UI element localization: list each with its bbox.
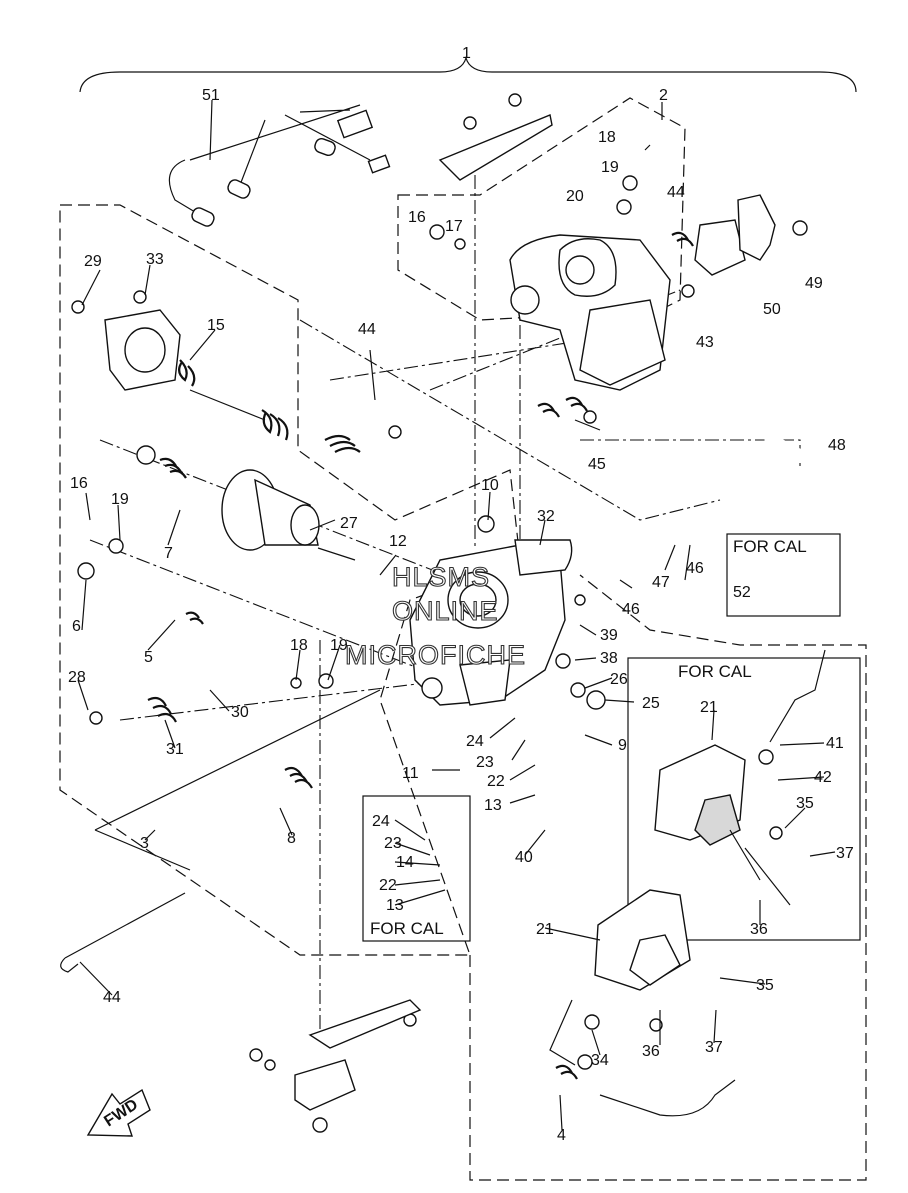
callout-c21b: 21 xyxy=(536,921,554,938)
callout-c19c: 19 xyxy=(330,637,348,654)
callout-c35a: 35 xyxy=(796,795,814,812)
callout-c24b: 24 xyxy=(372,813,390,830)
callout-c34: 34 xyxy=(591,1052,609,1069)
callout-c6: 6 xyxy=(72,618,81,635)
callout-c13a: 13 xyxy=(484,797,502,814)
callout-c38: 38 xyxy=(600,650,618,667)
callout-c16b: 16 xyxy=(70,475,88,492)
callout-c45: 45 xyxy=(588,456,606,473)
callout-c40: 40 xyxy=(515,849,533,866)
watermark-line-2: ONLINE xyxy=(392,596,499,626)
for-cal-box-21-title: FOR CAL xyxy=(678,662,752,681)
callout-c35b: 35 xyxy=(756,977,774,994)
top-cover-15 xyxy=(104,309,289,441)
guide-line-3 xyxy=(94,689,381,871)
callout-c28: 28 xyxy=(68,669,86,686)
main-carburetor-body xyxy=(409,539,573,706)
callout-c27: 27 xyxy=(340,515,358,532)
subassembly-outline-bottom-right xyxy=(469,574,867,1181)
callout-c37b: 37 xyxy=(705,1039,723,1056)
callout-c36b: 36 xyxy=(642,1043,660,1060)
axis-lines xyxy=(89,150,801,1040)
callout-c19a: 19 xyxy=(601,159,619,176)
callout-c47: 47 xyxy=(652,574,670,591)
callout-c49: 49 xyxy=(805,275,823,292)
for-cal-box-52-title: FOR CAL xyxy=(733,537,807,556)
callout-c18a: 18 xyxy=(598,129,616,146)
callout-c17: 17 xyxy=(445,218,463,235)
callout-c21a: 21 xyxy=(700,699,718,716)
callout-c36a: 36 xyxy=(750,921,768,938)
fasteners xyxy=(71,175,808,1133)
callout-c12: 12 xyxy=(389,533,407,550)
watermark-line-3: MICROFICHE xyxy=(345,640,526,670)
for-cal-box-21 xyxy=(627,657,861,941)
callout-c50: 50 xyxy=(763,301,781,318)
callout-c8: 8 xyxy=(287,830,296,847)
callout-c18b: 18 xyxy=(290,637,308,654)
rod-44 xyxy=(60,892,186,973)
actuator-21-lower xyxy=(549,889,691,1066)
callout-c39: 39 xyxy=(600,627,618,644)
callout-c7: 7 xyxy=(164,545,173,562)
callout-c24a: 24 xyxy=(466,733,484,750)
assembly-brace xyxy=(79,55,857,93)
callout-c23b: 23 xyxy=(384,835,402,852)
callout-c1: 1 xyxy=(462,45,471,62)
actuator-21-boxed xyxy=(654,744,791,906)
callout-c15: 15 xyxy=(207,317,225,334)
callout-c32: 32 xyxy=(537,508,555,525)
springs xyxy=(147,231,694,1080)
callout-c23a: 23 xyxy=(476,754,494,771)
callout-c29: 29 xyxy=(84,253,102,270)
callout-c5: 5 xyxy=(144,649,153,666)
callout-c52: 52 xyxy=(733,584,751,601)
wire-harness-51 xyxy=(168,104,391,227)
callout-c30: 30 xyxy=(231,704,249,721)
callout-c2: 2 xyxy=(659,87,668,104)
subassembly-outline-top xyxy=(397,97,686,321)
callout-c26: 26 xyxy=(610,671,628,688)
fuel-hose-48-inner xyxy=(764,434,868,636)
callout-c13b: 13 xyxy=(386,897,404,914)
fwd-arrow-icon: FWD xyxy=(86,1088,151,1137)
callout-c46a: 46 xyxy=(622,601,640,618)
callout-c43: 43 xyxy=(696,334,714,351)
callout-c11: 11 xyxy=(402,765,419,782)
callout-c4: 4 xyxy=(557,1127,566,1144)
callout-leaders xyxy=(77,99,836,1131)
callout-c33: 33 xyxy=(146,251,164,268)
upper-carburetor-body xyxy=(438,93,776,391)
callout-c44c: 44 xyxy=(103,989,121,1006)
callout-c10: 10 xyxy=(481,477,499,494)
callout-c14: 14 xyxy=(396,854,414,871)
callout-c25: 25 xyxy=(642,695,660,712)
hose-4 xyxy=(599,1079,736,1117)
callout-c9: 9 xyxy=(618,737,627,754)
callout-c42: 42 xyxy=(814,769,832,786)
for-cal-box-52 xyxy=(726,533,841,617)
callout-c22b: 22 xyxy=(379,877,397,894)
callout-c51: 51 xyxy=(202,87,220,104)
callout-c41: 41 xyxy=(826,735,844,752)
diaphragm-piston-27 xyxy=(221,469,356,561)
callout-c48: 48 xyxy=(828,437,846,454)
callout-c31: 31 xyxy=(166,741,184,758)
callout-c37a: 37 xyxy=(836,845,854,862)
callout-c16a: 16 xyxy=(408,209,426,226)
for-cal-box-24-title: FOR CAL xyxy=(370,919,444,938)
callout-c22a: 22 xyxy=(487,773,505,790)
callout-c3: 3 xyxy=(140,835,149,852)
bracket-bottom xyxy=(294,999,422,1111)
callout-c44a: 44 xyxy=(667,184,685,201)
for-cal-box-24 xyxy=(362,795,471,942)
callout-c19b: 19 xyxy=(111,491,129,508)
watermark-line-1: HLSMS xyxy=(392,562,490,592)
hose-41 xyxy=(769,649,826,743)
callout-c20: 20 xyxy=(566,188,584,205)
callout-c44b: 44 xyxy=(358,321,376,338)
callout-c46b: 46 xyxy=(686,560,704,577)
